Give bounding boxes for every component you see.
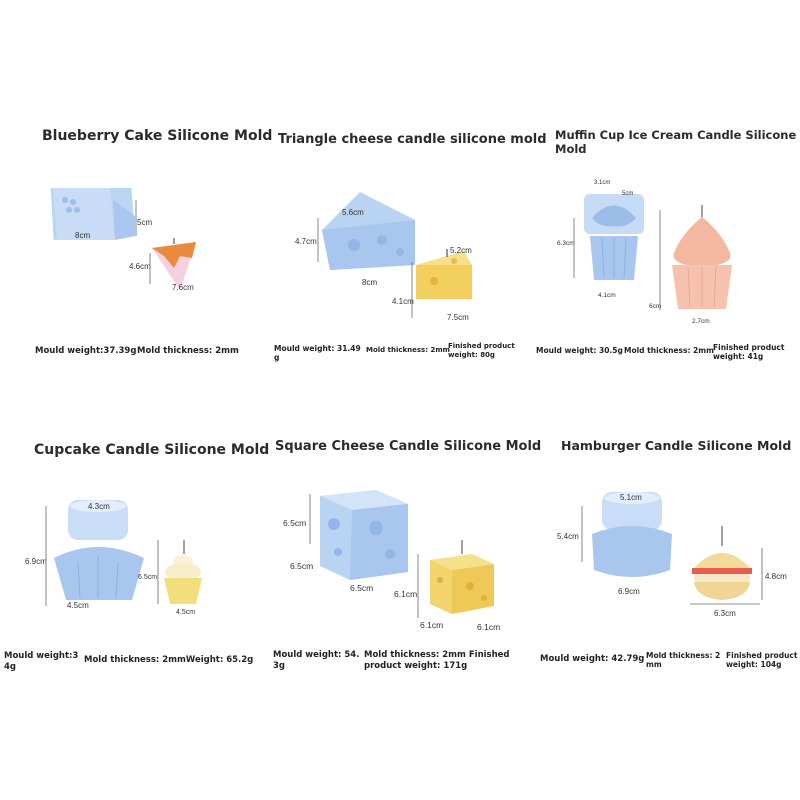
foot-line: Finished product [713,343,785,352]
dim-label: 4.8cm [765,572,787,581]
mould-weight-text: Mould weight: 30.5g [536,346,623,355]
finished-weight-text: Mold thickness: 2mm Finished product wei… [364,650,510,671]
dim-label: 6.5cm [350,583,374,593]
mould-weight-text: Mould weight: 54. 3g [273,650,359,671]
dim-label: 6.1cm [420,620,444,630]
dim-label: 6.9cm [618,587,640,596]
dim-label: 4.6cm [129,262,151,271]
foot-line: weight: 80g [448,350,495,359]
foot-line: 3g [273,660,285,671]
foot-line: Mould weight: 31.49 [274,344,361,353]
product-title-triangle-cheese: Triangle cheese candle silicone mold [278,132,547,147]
foot-line: weight: 104g [726,660,782,670]
hamburger-mold-image [592,492,672,577]
dim-label: 4.5cm [176,609,196,616]
cupcake-mold-image [54,500,144,600]
finished-weight-text: Finished product weight: 41g [713,343,784,362]
square-cheese-candle-image [430,540,494,614]
foot-line: Finished product [448,342,515,350]
finished-weight-text: Finished product weight: 80g [448,342,515,360]
dim-label: 5cm [137,218,153,227]
product-title-blueberry-cake: Blueberry Cake Silicone Mold [42,128,273,144]
muffin-cup-candle-image [672,205,732,309]
foot-line: product weight: 171g [364,660,468,671]
dim-label: 4.7cm [295,237,317,246]
title-line: Muffin Cup Ice Cream Candle Silicone [555,128,797,142]
blueberry-cake-candle-image [152,238,196,290]
dim-label: 4.1cm [598,292,616,299]
dim-label: 6.1cm [394,589,418,599]
product-title-cupcake: Cupcake Candle Silicone Mold [34,442,270,458]
mold-thickness-text: Mold thickness: 2 mm [646,651,720,670]
foot-line: g [274,353,280,363]
mold-thickness-text: Mold thickness: 2mmWeight: 65.2g [84,655,254,665]
mould-weight-text: Mould weight:3 4g [4,651,78,672]
dim-label: 6.1cm [477,622,501,632]
blueberry-cake-mold-image [50,188,136,240]
muffin-cup-mold-image [584,194,644,280]
dim-label: 6.5cm [283,518,307,528]
dim-label: 6.3cm [557,240,575,247]
mould-weight-text: Mould weight: 31.49 g [274,344,361,363]
dim-label: 6.5cm [138,574,158,581]
dim-label: 7.5cm [447,313,469,322]
dim-label: 2.7cm [692,318,710,325]
square-cheese-mold-image [320,490,408,580]
dim-label: 3.1cm [594,180,611,186]
foot-line: Mold thickness: 2mm Finished [364,650,510,660]
dim-label: 6.3cm [714,609,736,618]
dim-label: 5.4cm [557,532,579,541]
cupcake-candle-image [164,540,202,604]
foot-line: 4g [4,661,16,672]
finished-weight-text: Finished product weight: 104g [726,651,797,670]
foot-line: Mold thickness: 2 [646,651,721,660]
product-title-muffin-cup: Muffin Cup Ice Cream Candle Silicone Mol… [555,128,796,157]
mould-weight-text: Mould weight:37.39g [35,346,137,356]
foot-line: weight: 41g [713,352,764,362]
dim-label: 5.2cm [450,246,472,255]
hamburger-candle-image [692,526,752,600]
dim-label: 4.3cm [88,502,110,511]
dim-label: 6.5cm [290,561,314,571]
dim-label: 8cm [75,231,91,240]
dim-label: 6cm [649,303,662,310]
dim-label: 5.6cm [342,208,364,217]
dim-label: 5cm [622,191,634,197]
mould-weight-text: Mould weight: 42.79g [540,654,645,664]
foot-line: Finished product [726,651,798,660]
foot-line: Mould weight:3 [4,651,79,661]
dim-label: 4.1cm [392,297,414,306]
product-title-hamburger: Hamburger Candle Silicone Mold [561,438,792,453]
dim-label: 7.6cm [172,283,194,292]
mold-thickness-text: Mold thickness: 2mm [366,346,450,354]
foot-line: mm [646,660,662,670]
title-line: Mold [555,142,587,157]
mold-thickness-text: Mold thickness: 2mm [624,346,714,355]
dim-label: 6.9cm [25,557,47,566]
dim-label: 5.1cm [620,493,642,502]
foot-line: Mould weight: 54. [273,650,360,660]
dim-label: 4.5cm [67,601,89,610]
mold-thickness-text: Mold thickness: 2mm [137,346,239,356]
dim-label: 8cm [362,278,378,287]
triangle-cheese-mold-image [322,192,415,270]
triangle-cheese-candle-image [416,249,472,299]
product-title-square-cheese: Square Cheese Candle Silicone Mold [275,439,542,454]
